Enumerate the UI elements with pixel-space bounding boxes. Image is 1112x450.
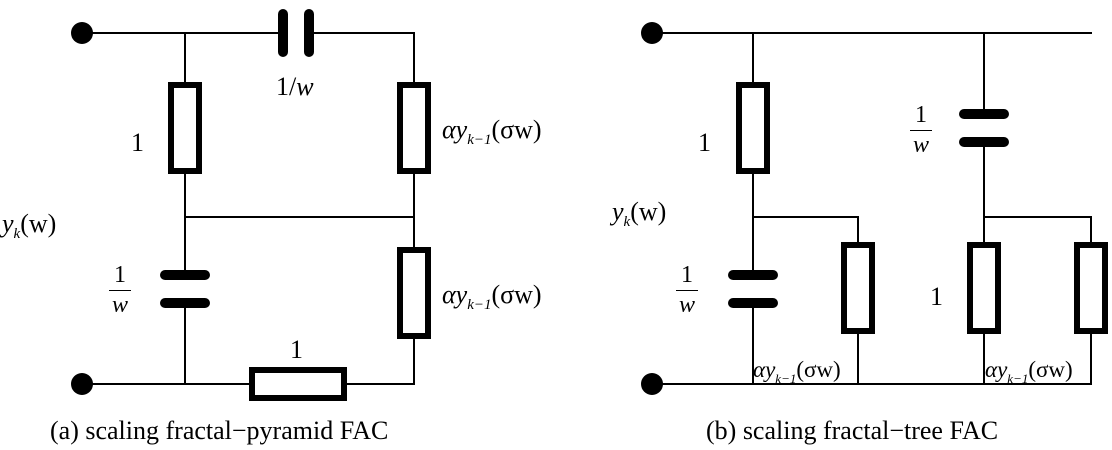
circuit-b-top-terminal (641, 22, 663, 44)
circuit-a-wires (81, 32, 415, 385)
circuit-a-port-label: yk(w) (2, 209, 57, 242)
circuit-b-left-branch-element (841, 242, 875, 334)
circuit-a-bottom-resistor (249, 367, 347, 401)
circuit-a-series-capacitor-label: 1/w (276, 72, 314, 101)
circuit-a-bottom-resistor-label: 1 (290, 335, 303, 364)
circuit-a-right-top-label: αyk−1(σw) (442, 115, 542, 148)
circuit-b-right-branch-element (1074, 242, 1108, 334)
circuit-a-series-capacitor (278, 9, 314, 57)
circuit-b-left-resistor-label: 1 (698, 128, 711, 157)
circuit-a-bottom-terminal (71, 373, 93, 395)
circuit-a-top-terminal (71, 22, 93, 44)
circuit-b-left-resistor (736, 82, 770, 174)
circuit-a-right-bottom-label: αyk−1(σw) (442, 280, 542, 313)
circuit-b-right-branch-label: αyk−1(σw) (985, 357, 1073, 386)
circuit-b-caption: (b) scaling fractal−tree FAC (706, 416, 999, 445)
circuit-b-bottom-terminal (641, 373, 663, 395)
circuit-a-right-bottom-element (397, 247, 431, 339)
circuit-b-right-capacitor (959, 109, 1009, 147)
circuit-b-middle-resistor (967, 242, 1001, 334)
circuit-b-left-capacitor (728, 270, 778, 308)
circuit-b-middle-resistor-label: 1 (930, 282, 943, 311)
circuit-b-port-label: yk(w) (612, 197, 667, 230)
circuit-a-right-top-element (397, 82, 431, 174)
circuit-a-left-resistor-label: 1 (131, 128, 144, 157)
circuit-a-left-resistor (168, 82, 202, 174)
circuit-a-caption: (a) scaling fractal−pyramid FAC (50, 416, 389, 445)
circuit-b-wires (651, 32, 1092, 385)
circuit-a-shunt-capacitor (160, 270, 210, 308)
circuit-b-left-branch-label: αyk−1(σw) (753, 357, 841, 386)
